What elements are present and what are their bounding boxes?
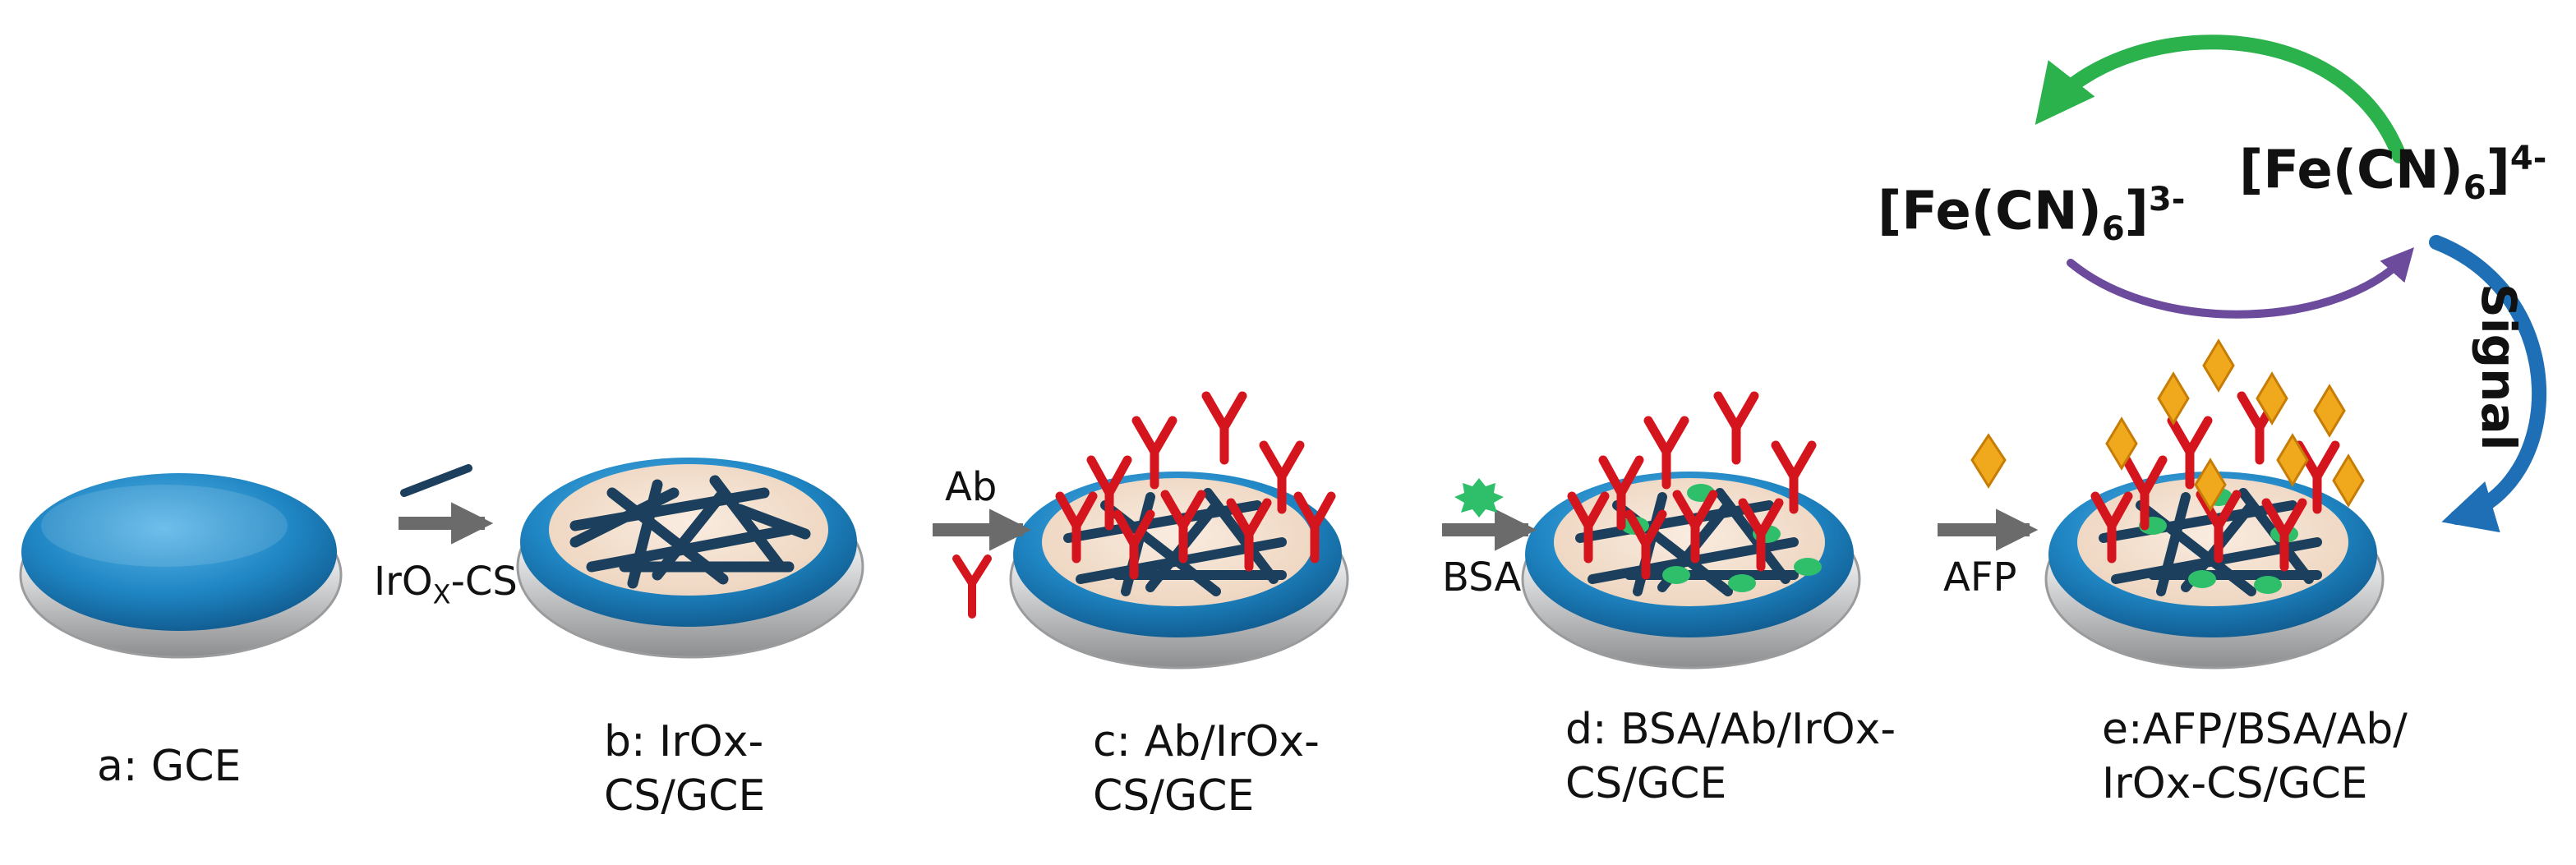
stage-label-c-line-1: c: Ab/IrOx- bbox=[1093, 717, 1320, 766]
stage-label-d-line-2: CS/GCE bbox=[1565, 759, 1727, 808]
stage-label-b: b: IrOx- CS/GCE bbox=[604, 715, 765, 823]
ferricyanide-close: ] bbox=[2124, 181, 2149, 242]
ferrocyanide-base: [Fe(CN) bbox=[2239, 140, 2463, 201]
redox-cycle bbox=[2035, 35, 2546, 533]
ferricyanide-label: [Fe(CN)6]3- bbox=[1878, 181, 2185, 248]
ferrocyanide-charge: 4- bbox=[2509, 140, 2547, 177]
step-label-ab: Ab bbox=[945, 464, 998, 510]
stage-label-d-line-1: d: BSA/Ab/IrOx- bbox=[1565, 705, 1896, 754]
electrode-e bbox=[2044, 338, 2385, 669]
ferricyanide-charge: 3- bbox=[2148, 181, 2186, 219]
signal-label: Signal bbox=[2471, 283, 2527, 451]
ferrocyanide-label: [Fe(CN)6]4- bbox=[2239, 140, 2546, 207]
electrode-c bbox=[1009, 391, 1349, 669]
stage-label-e: e:AFP/BSA/Ab/ IrOx-CS/GCE bbox=[2102, 702, 2408, 811]
irox-cs-nanowire-icon bbox=[400, 464, 472, 497]
ferrocyanide-close: ] bbox=[2486, 140, 2510, 201]
electrode-a-gce bbox=[19, 473, 343, 659]
stage-label-c: c: Ab/IrOx- CS/GCE bbox=[1093, 715, 1320, 823]
stage-label-c-line-2: CS/GCE bbox=[1093, 771, 1255, 821]
antibody-reagent-icon bbox=[952, 554, 992, 619]
electrode-b bbox=[516, 458, 864, 659]
step-label-afp: AFP bbox=[1943, 554, 2017, 600]
step-label-irox-main: IrO bbox=[374, 559, 433, 605]
afp-reagent-icon bbox=[1970, 433, 2007, 489]
bsa-reagent-icon bbox=[1454, 478, 1504, 518]
ferricyanide-sub: 6 bbox=[2101, 210, 2125, 249]
stage-label-b-line-2: CS/GCE bbox=[604, 771, 766, 821]
stage-label-e-line-2: IrOx-CS/GCE bbox=[2102, 759, 2368, 808]
ferrocyanide-sub: 6 bbox=[2463, 169, 2486, 208]
nanowire-network-b bbox=[569, 475, 811, 589]
stage-label-a: a: GCE bbox=[97, 739, 241, 794]
antibodies-c bbox=[1055, 391, 1336, 580]
antibodies-e bbox=[2090, 391, 2340, 572]
ferricyanide-base: [Fe(CN) bbox=[1878, 181, 2102, 242]
blue-signal-arrow bbox=[2429, 235, 2546, 533]
step-label-irox-rest: -CS bbox=[450, 559, 518, 605]
stage-label-d: d: BSA/Ab/IrOx- CS/GCE bbox=[1565, 702, 1896, 811]
antibodies-d bbox=[1567, 391, 1817, 580]
afp-diamonds-e bbox=[2105, 338, 2365, 512]
green-cycle-arrow bbox=[2035, 35, 2407, 163]
stage-label-b-line-1: b: IrOx- bbox=[604, 717, 764, 766]
electrode-d bbox=[1521, 391, 1861, 669]
stage-label-a-line-1: a: GCE bbox=[97, 742, 242, 791]
step-label-irox-sub: X bbox=[432, 578, 451, 610]
step-label-bsa: BSA bbox=[1442, 554, 1522, 600]
purple-cycle-arrow bbox=[2067, 247, 2414, 319]
stage-label-e-line-1: e:AFP/BSA/Ab/ bbox=[2102, 705, 2408, 754]
step-label-irox-cs: IrOX-CS bbox=[374, 559, 518, 618]
